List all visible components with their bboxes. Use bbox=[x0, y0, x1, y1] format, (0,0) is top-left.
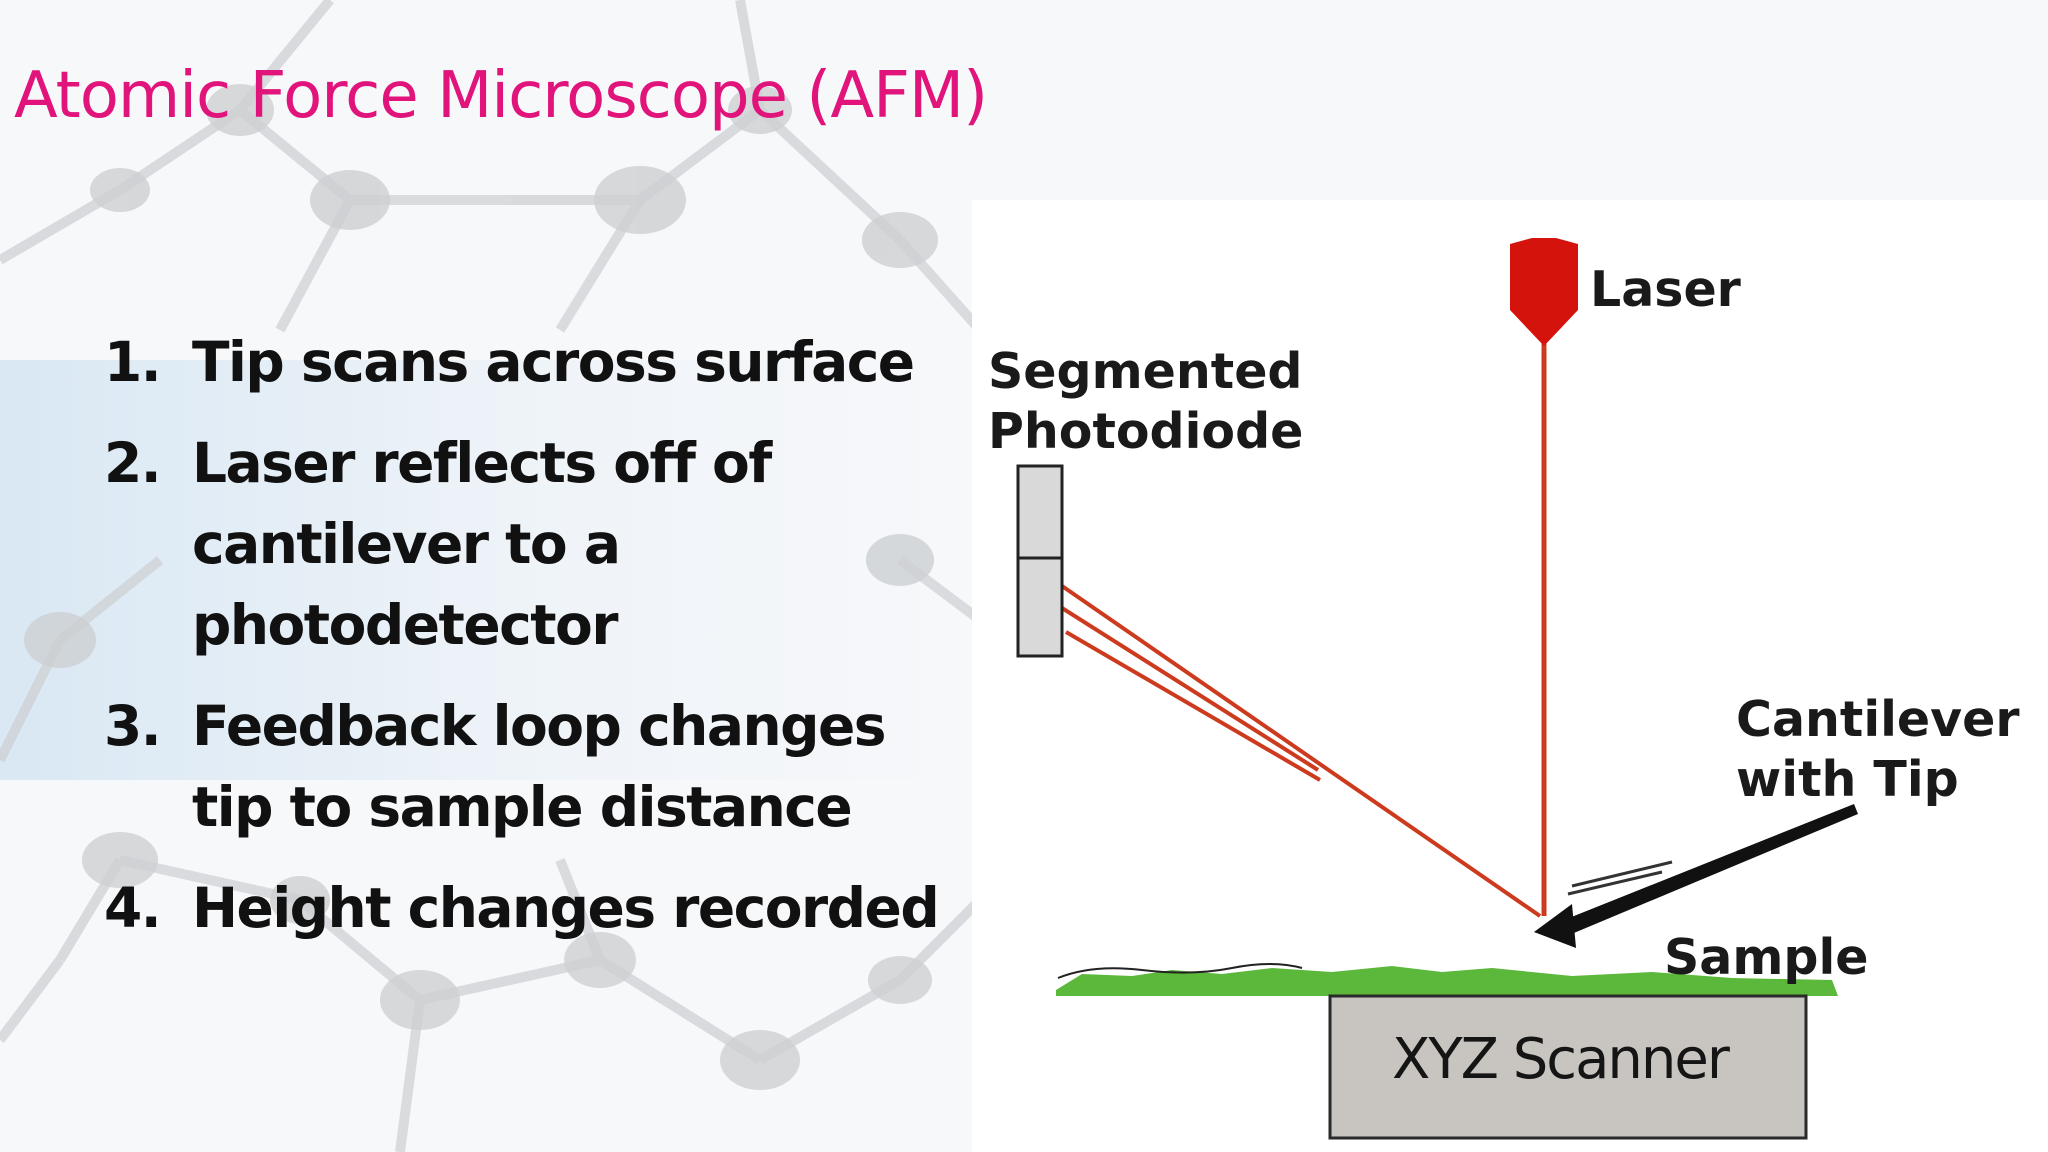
step-text-line: cantilever to a bbox=[192, 512, 621, 576]
reflected-beams bbox=[1060, 584, 1542, 918]
step-item: 1. Tip scans across surface bbox=[104, 322, 984, 403]
sample-label: Sample bbox=[1664, 929, 1869, 986]
slide-title: Atomic Force Microscope (AFM) bbox=[14, 59, 988, 133]
reflected-beam-main bbox=[1060, 584, 1542, 918]
cantilever-label-line2: with Tip bbox=[1736, 751, 1959, 808]
laser-icon bbox=[1510, 238, 1578, 346]
step-text-line: Tip scans across surface bbox=[192, 330, 915, 394]
laser-label: Laser bbox=[1590, 261, 1741, 318]
step-item: 4. Height changes recorded bbox=[104, 868, 984, 949]
step-item: 2. Laser reflects off of cantilever to a ph… bbox=[104, 423, 984, 666]
step-number: 3. bbox=[104, 694, 162, 758]
reflected-beam-upper bbox=[1060, 606, 1320, 772]
segmented-photodiode-icon bbox=[1016, 464, 1064, 658]
cantilever-icon bbox=[1534, 804, 1858, 948]
reflected-beam-lower bbox=[1064, 630, 1322, 782]
step-text-line: tip to sample distance bbox=[192, 775, 853, 839]
step-number: 4. bbox=[104, 876, 162, 940]
step-text-line: Height changes recorded bbox=[192, 876, 940, 940]
step-number: 2. bbox=[104, 431, 162, 495]
afm-diagram-drawing bbox=[1016, 238, 1858, 1140]
step-text-line: Laser reflects off of bbox=[192, 431, 772, 495]
step-list: 1. Tip scans across surface 2. Laser reflec… bbox=[104, 322, 984, 969]
sample-profile-line bbox=[1057, 963, 1303, 979]
step-item: 3. Feedback loop changes tip to sample dis… bbox=[104, 686, 984, 848]
cantilever-label-line1: Cantilever bbox=[1736, 691, 2020, 748]
sample-surface bbox=[1056, 966, 1838, 996]
step-text-line: Feedback loop changes bbox=[192, 694, 887, 758]
photodiode-label-line2: Photodiode bbox=[988, 403, 1304, 460]
xyz-scanner-block bbox=[1328, 994, 1808, 1140]
step-number: 1. bbox=[104, 330, 162, 394]
step-text-line: photodetector bbox=[192, 593, 618, 657]
afm-diagram: Laser Segmented Photodiode Cantilever wi… bbox=[972, 200, 2048, 1152]
xyz-scanner-label: XYZ Scanner bbox=[1392, 1027, 1730, 1092]
photodiode-label-line1: Segmented bbox=[988, 343, 1303, 400]
